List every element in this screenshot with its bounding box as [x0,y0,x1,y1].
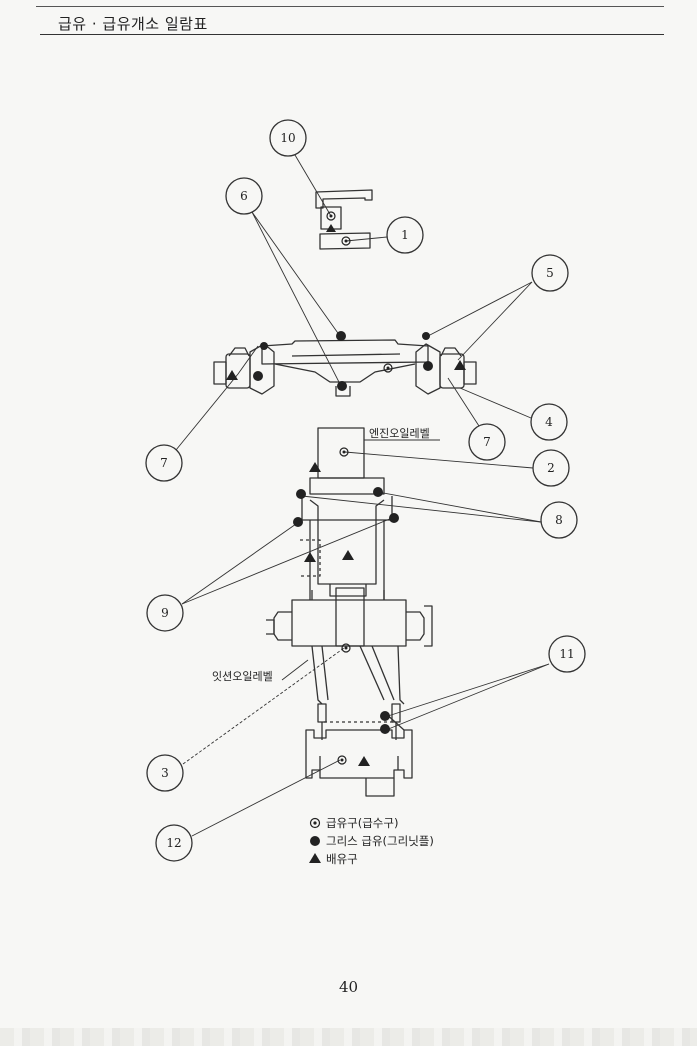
steering-component [315,189,373,250]
callout-9: 9 [161,606,169,620]
grease-points [253,331,433,734]
drain-legend-icon [309,853,321,863]
callout-4: 4 [545,415,553,429]
legend-fill-port: 급유구(급수구) [326,816,398,830]
top-rule [36,6,664,7]
drain-points [226,224,466,766]
engine-oil-level-label: 엔진오일레벨 [369,426,430,440]
callout-12: 12 [166,836,181,850]
callout-6: 6 [240,189,248,203]
fill-port-legend-icon [309,817,321,829]
page-header: 급유 · 급유개소 일람표 [40,6,664,35]
page-title: 급유 · 급유개소 일람표 [58,15,208,33]
legend: 급유구(급수구) 그리스 급유(그리닛플) 배유구 [309,816,434,866]
callout-1: 1 [401,228,409,242]
legend-drain: 배유구 [326,852,358,866]
callout-numbers: 10 6 1 5 4 7 7 2 8 9 11 3 12 [160,131,574,850]
callout-2: 2 [547,461,555,475]
transmission-oil-level-label: 잇션오일레벨 [212,669,273,683]
legend-grease: 그리스 급유(그리닛플) [326,834,434,848]
callout-10: 11 [559,647,574,661]
callout-8: 8 [555,513,563,527]
callout-7-right: 7 [483,435,491,449]
callout-circles [145,119,586,862]
grease-legend-icon [310,836,320,846]
fill-ports [326,211,393,765]
callout-3: 3 [161,766,169,780]
leader-lines [175,154,550,837]
rear-links [311,645,405,740]
callout-5: 5 [546,266,554,280]
scan-artifact-strip [0,1028,697,1046]
callout-11: 10 [280,131,295,145]
engine-block [309,427,385,495]
main-frame [266,496,433,647]
callout-7-left: 7 [160,456,168,470]
rear-housing [305,721,413,797]
page-number: 40 [338,978,359,996]
